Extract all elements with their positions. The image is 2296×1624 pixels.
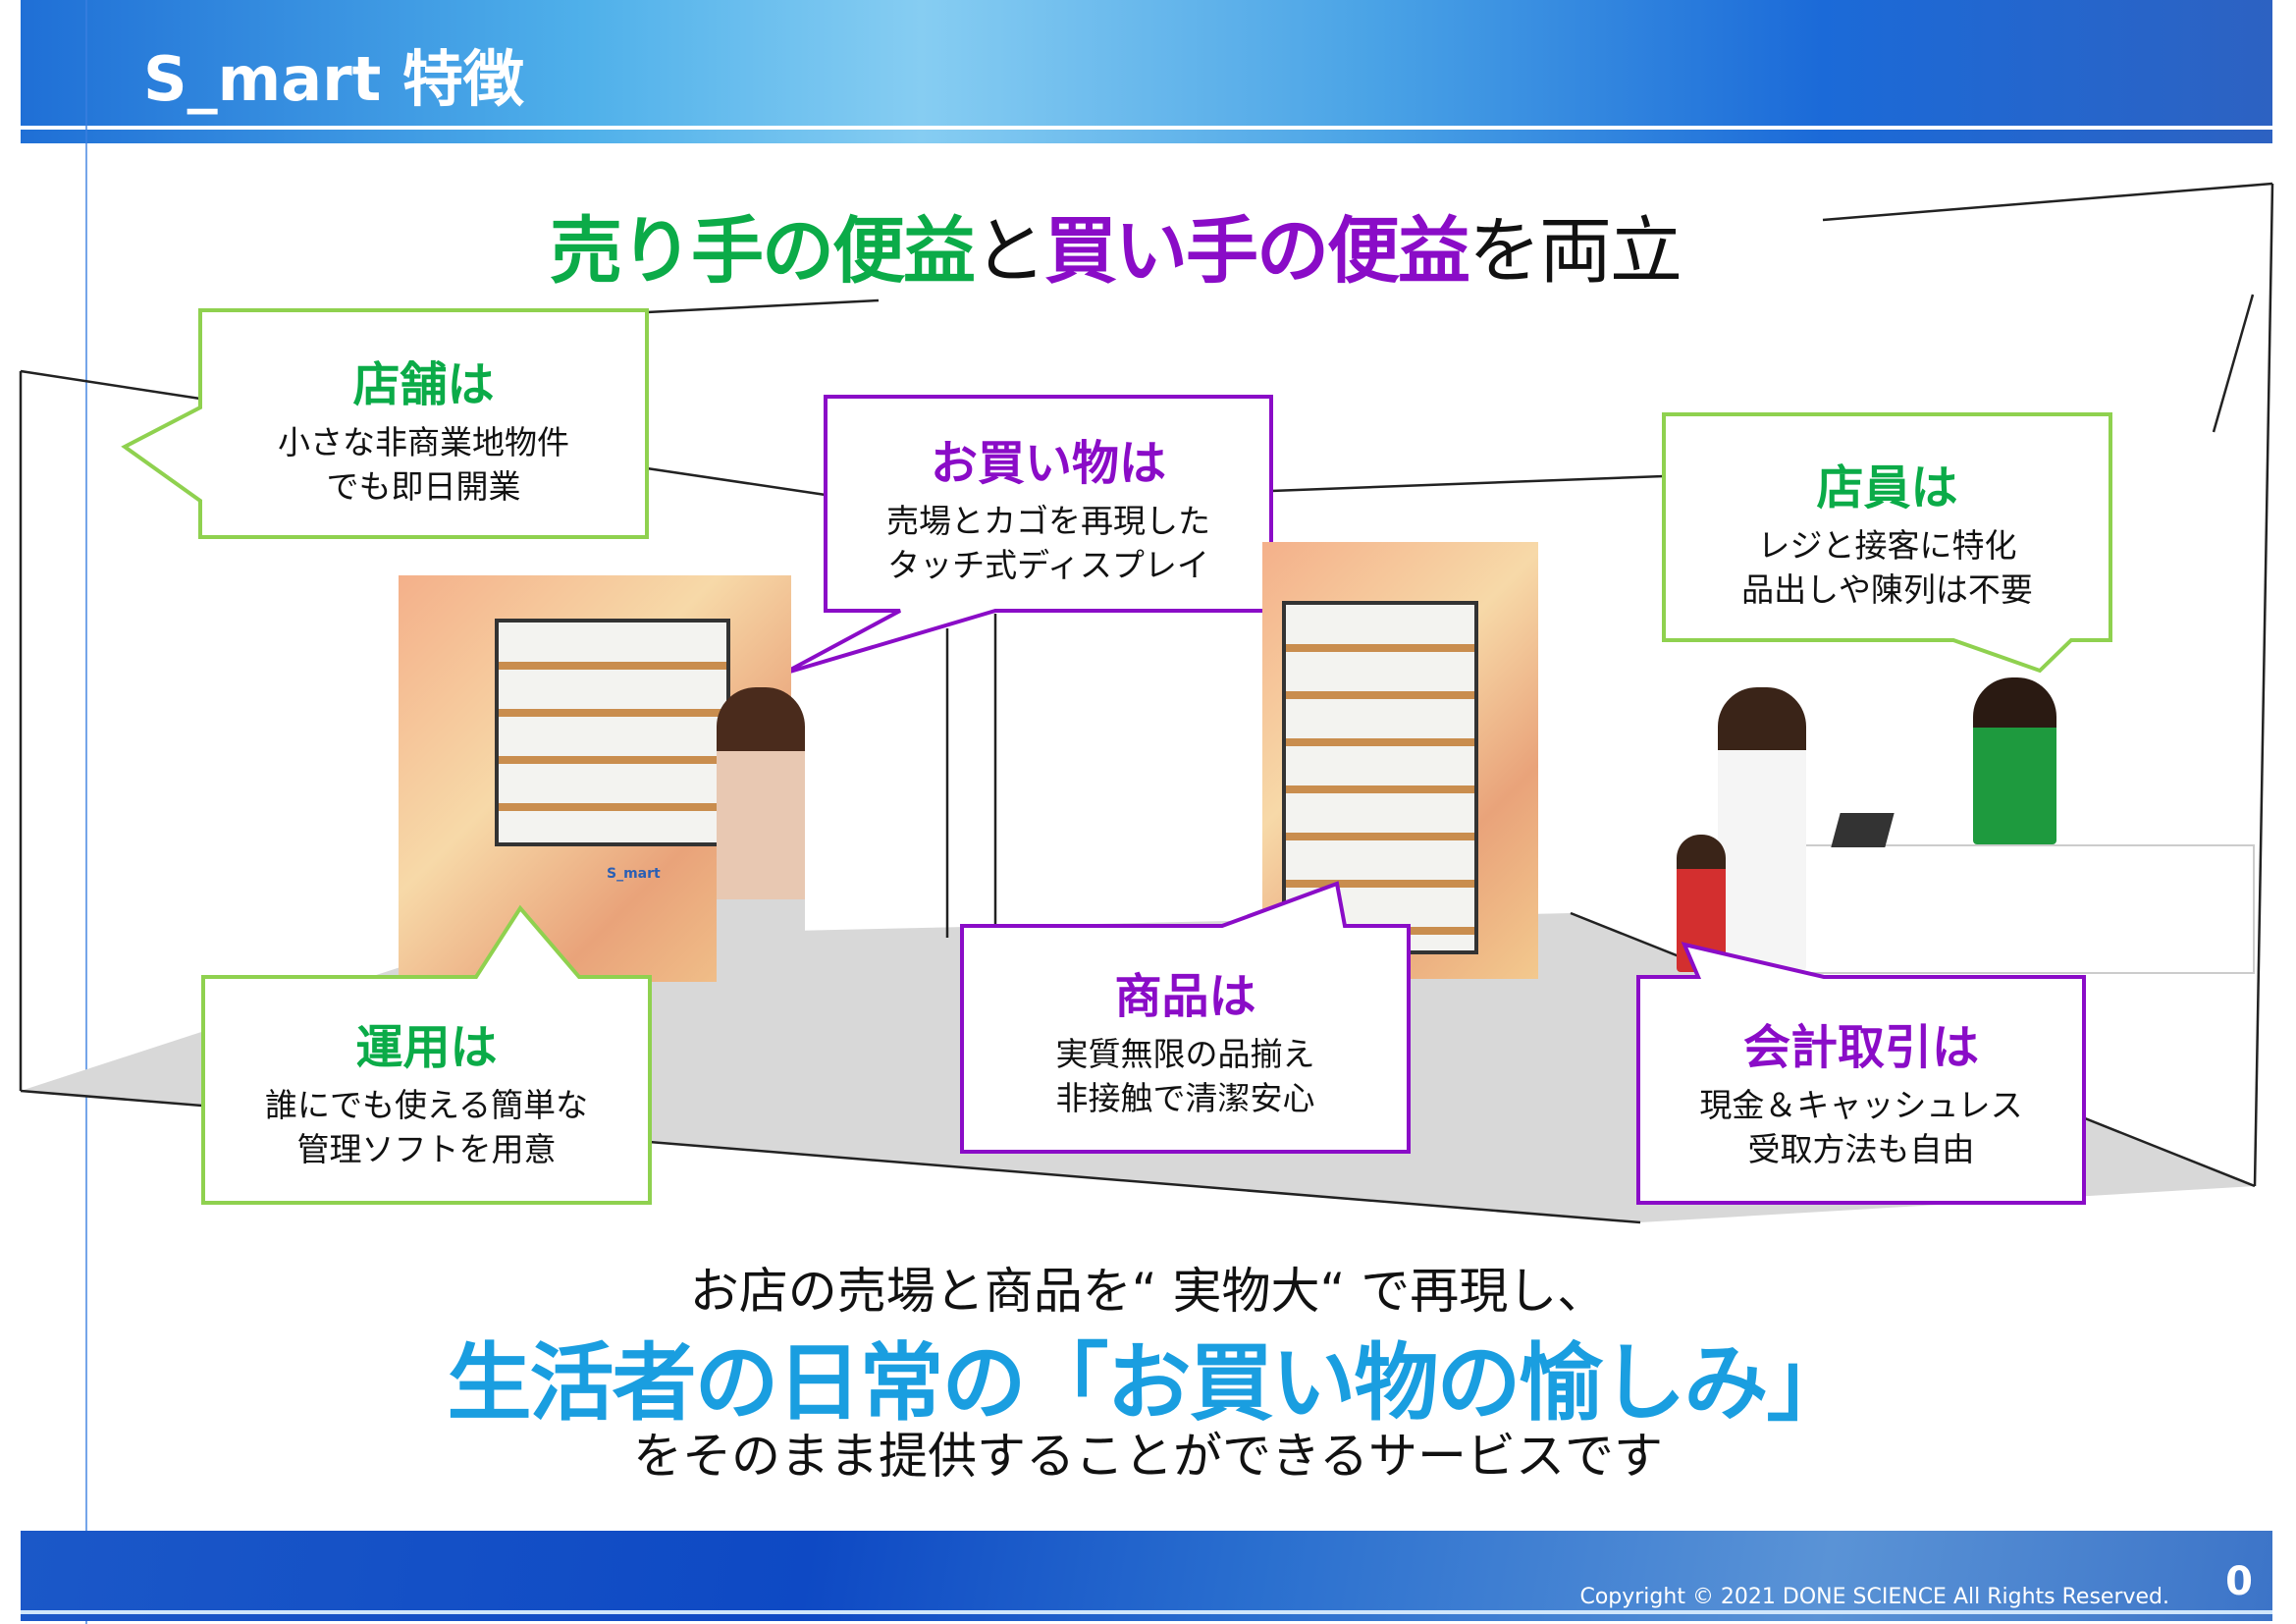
shelf-logo: S_mart [607, 866, 661, 882]
callout-staff-bubble [1662, 412, 2112, 674]
callout-line: 受取方法も自由 [1747, 1130, 1975, 1168]
page-title: S_mart 特徴 [143, 43, 524, 115]
callout-shopping-bubble [782, 395, 1273, 676]
summary-line-1: お店の売場と商品を“ 実物大“ で再現し、 [689, 1263, 1607, 1320]
callout-line: タッチ式ディスプレイ [887, 546, 1209, 584]
header-divider [21, 126, 2272, 130]
callout-line: 誰にでも使える簡単な [264, 1086, 588, 1124]
header-band [21, 0, 2272, 143]
callout-products: 商品は 実質無限の品揃え 非接触で清潔安心 [962, 941, 1409, 1137]
display-shelf-right [1262, 542, 1538, 979]
callout-heading: 運用は [355, 1020, 498, 1075]
callout-store-bubble [121, 308, 649, 539]
callout-heading: 店員は [1816, 460, 1958, 515]
callout-store: 店舗は 小さな非商業地物件 でも即日開業 [200, 334, 647, 520]
staff-figure [1973, 677, 2056, 844]
callout-line: 現金＆キャッシュレス [1699, 1086, 2023, 1124]
callout-line: 実質無限の品揃え [1055, 1035, 1315, 1073]
headline-buyer: 買い手の便益 [1044, 209, 1470, 294]
callout-line: 売場とカゴを再現した [886, 502, 1210, 540]
callout-payment: 会計取引は 現金＆キャッシュレス 受取方法も自由 [1638, 992, 2084, 1188]
callout-line: 非接触で清潔安心 [1055, 1079, 1315, 1117]
checkout-counter [1780, 844, 2255, 974]
headline: 売り手の便益と買い手の便益を両立 [550, 192, 1682, 298]
summary-line-3: をそのまま提供することができるサービスです [633, 1428, 1663, 1485]
touch-display-screen [495, 619, 730, 846]
customer-figure [1718, 687, 1806, 972]
margin-guide [85, 0, 87, 1624]
headline-seller: 売り手の便益 [550, 209, 976, 294]
touch-display-screen-2 [1282, 601, 1478, 954]
pos-tablet [1831, 813, 1895, 847]
headline-both: を両立 [1468, 209, 1682, 294]
callout-operation: 運用は 誰にでも使える簡単な 管理ソフトを用意 [203, 992, 650, 1188]
copyright-text: Copyright © 2021 DONE SCIENCE All Rights… [1579, 1585, 2169, 1609]
footer-divider [21, 1610, 2272, 1614]
headline-and: と [974, 209, 1046, 294]
callout-staff: 店員は レジと接客に特化 品出しや陳列は不要 [1664, 432, 2110, 628]
callout-heading: お買い物は [930, 436, 1166, 491]
shopper-figure [717, 687, 805, 1041]
callout-line: でも即日開業 [326, 467, 521, 506]
page-number: 0 [2225, 1559, 2253, 1604]
callout-line: 品出しや陳列は不要 [1741, 570, 2033, 609]
callout-line: レジと接客に特化 [1757, 526, 2017, 565]
callout-line: 小さな非商業地物件 [278, 423, 569, 461]
child-figure [1677, 835, 1726, 972]
callout-heading: 店舗は [352, 357, 495, 412]
callout-line: 管理ソフトを用意 [296, 1130, 557, 1168]
callout-heading: 商品は [1114, 969, 1256, 1024]
footer-band [21, 1531, 2272, 1621]
callout-shopping: お買い物は 売場とカゴを再現した タッチ式ディスプレイ [826, 412, 1271, 599]
summary-tagline: 生活者の日常の「お買い物の愉しみ」 [447, 1334, 1851, 1433]
callout-heading: 会計取引は [1742, 1020, 1979, 1075]
